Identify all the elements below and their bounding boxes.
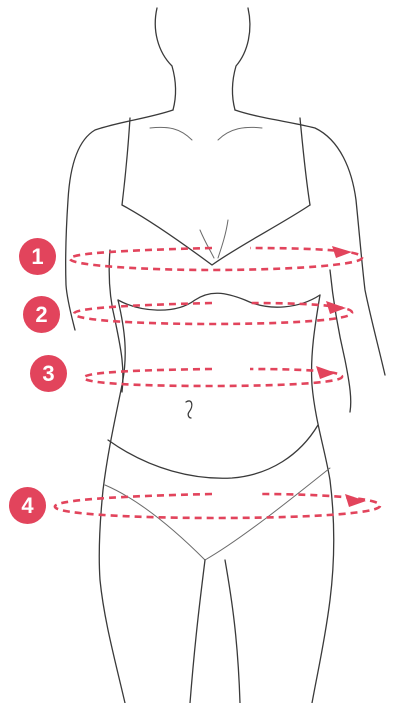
body-outline	[66, 8, 385, 703]
marker-badge-4: 4	[9, 487, 46, 524]
tape-loop-2	[74, 301, 352, 324]
marker-number-2: 2	[35, 302, 47, 327]
marker-badge-1: 1	[19, 238, 56, 275]
marker-number-1: 1	[31, 244, 43, 269]
marker-number-3: 3	[42, 361, 54, 386]
tape-loop-1	[70, 246, 362, 270]
marker-number-4: 4	[21, 493, 33, 518]
marker-badge-2: 2	[23, 296, 60, 333]
marker-badge-3: 3	[30, 355, 67, 392]
